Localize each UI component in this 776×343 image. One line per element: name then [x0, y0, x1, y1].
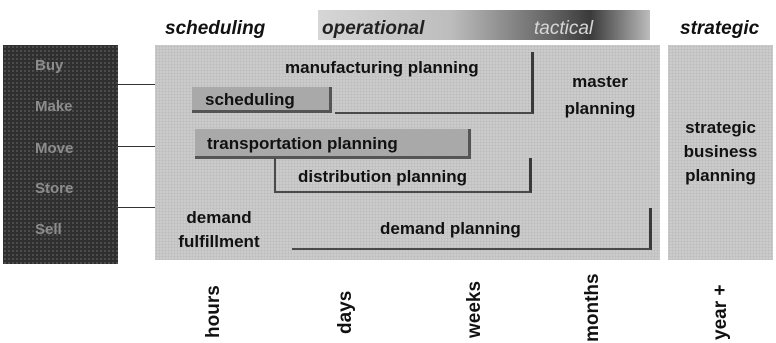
- process-buy: Buy: [35, 57, 64, 74]
- demand-fulfillment-line1: demand: [186, 208, 252, 227]
- master-planning-label: master planning: [555, 68, 645, 122]
- process-move: Move: [35, 140, 74, 157]
- planning-horizon-band: [318, 10, 650, 40]
- manufacturing-planning-label: manufacturing planning: [285, 58, 479, 77]
- header-scheduling: scheduling: [165, 18, 266, 39]
- master-planning-line1: master: [572, 72, 628, 91]
- manufacturing-planning-box: [335, 52, 534, 114]
- process-make: Make: [35, 98, 73, 115]
- demand-fulfillment-line2: fulfillment: [178, 232, 260, 251]
- scheduling-label: scheduling: [205, 90, 295, 109]
- transportation-planning-label: transportation planning: [207, 134, 398, 153]
- demand-fulfillment-label: demand fulfillment: [163, 206, 275, 254]
- demand-planning-box: [292, 208, 652, 250]
- time-label-weeks: weeks: [464, 280, 485, 338]
- time-label-months: months: [582, 273, 603, 342]
- process-store: Store: [35, 180, 74, 197]
- connector-line: [118, 207, 155, 208]
- connector-line: [118, 146, 155, 147]
- distribution-planning-label: distribution planning: [298, 167, 468, 186]
- header-strategic: strategic: [680, 18, 760, 39]
- time-label-days: days: [335, 290, 356, 334]
- header-tactical: tactical: [534, 18, 594, 39]
- demand-planning-label: demand planning: [380, 219, 521, 238]
- strategic-business-planning-label: strategic business planning: [668, 116, 773, 188]
- time-label-hours: hours: [203, 285, 224, 338]
- strategic-line3: planning: [685, 166, 756, 185]
- header-operational: operational: [322, 18, 425, 39]
- strategic-panel: [668, 45, 773, 260]
- strategic-line2: business: [683, 142, 758, 161]
- connector-line: [118, 84, 155, 85]
- process-sell: Sell: [35, 221, 62, 238]
- strategic-line1: strategic: [685, 118, 756, 137]
- distribution-planning-box: [274, 158, 532, 193]
- supply-chain-process-panel: Buy Make Move Store Sell: [3, 45, 118, 264]
- time-label-year: year +: [710, 284, 731, 340]
- scheduling-box: [192, 87, 332, 113]
- master-planning-line2: planning: [564, 99, 636, 118]
- transportation-planning-box: [195, 129, 471, 159]
